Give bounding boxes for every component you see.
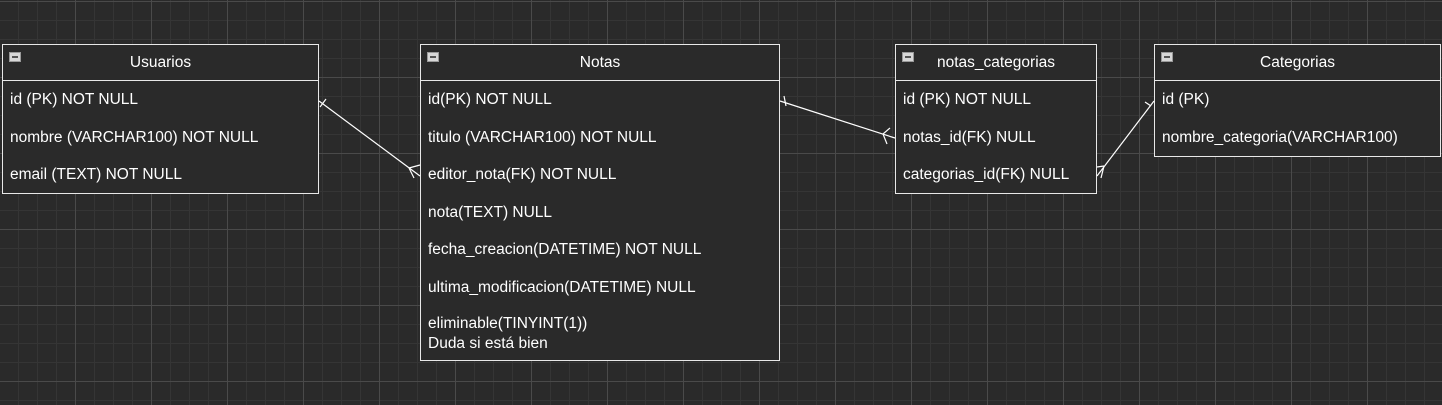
field-note: Duda si está bien bbox=[428, 335, 548, 352]
relation-categorias-notas-categorias[interactable] bbox=[1096, 100, 1155, 179]
field-row[interactable]: id(PK) NOT NULL bbox=[428, 91, 552, 108]
field-row[interactable]: id (PK) bbox=[1162, 91, 1210, 108]
one-marker bbox=[319, 98, 327, 108]
field-row[interactable]: nombre_categoria(VARCHAR100) bbox=[1162, 128, 1398, 146]
relation-notas-notas-categorias[interactable] bbox=[779, 95, 896, 145]
table-usuarios[interactable]: Usuarios id (PK) NOT NULL nombre (VARCHA… bbox=[2, 44, 319, 194]
many-marker bbox=[882, 127, 891, 135]
many-marker bbox=[1100, 165, 1105, 179]
one-marker bbox=[1144, 101, 1152, 107]
table-title: notas_categorias bbox=[936, 54, 1056, 71]
collapse-icon[interactable] bbox=[902, 52, 914, 62]
field-row[interactable]: editor_nota(FK) NOT NULL bbox=[428, 166, 617, 183]
field-row[interactable]: categorias_id(FK) NULL bbox=[903, 166, 1070, 183]
many-marker bbox=[1096, 165, 1105, 168]
table-notas-categorias[interactable]: notas_categorias id (PK) NOT NULL notas_… bbox=[895, 44, 1097, 194]
field-text: eliminable(TINYINT(1)) bbox=[428, 315, 588, 332]
table-title: Usuarios bbox=[129, 54, 192, 71]
table-header: notas_categorias bbox=[896, 45, 1096, 81]
field-row[interactable]: nombre (VARCHAR100) NOT NULL bbox=[10, 128, 259, 146]
field-row[interactable]: eliminable(TINYINT(1)) Duda si está bien bbox=[421, 306, 779, 354]
collapse-icon[interactable] bbox=[1161, 52, 1173, 62]
field-row[interactable]: ultima_modificacion(DATETIME) NULL bbox=[428, 278, 696, 296]
collapse-icon[interactable] bbox=[427, 52, 439, 62]
many-marker bbox=[408, 164, 421, 169]
field-row[interactable]: nota(TEXT) NULL bbox=[428, 203, 553, 221]
field-row[interactable]: id (PK) NOT NULL bbox=[903, 91, 1032, 108]
one-marker bbox=[783, 95, 787, 107]
collapse-icon[interactable] bbox=[9, 52, 21, 62]
table-title: Notas bbox=[579, 54, 621, 71]
field-row[interactable]: notas_id(FK) NULL bbox=[903, 128, 1036, 146]
many-marker bbox=[408, 167, 415, 179]
field-row[interactable]: id (PK) NOT NULL bbox=[10, 91, 139, 108]
table-header: Usuarios bbox=[3, 45, 318, 81]
table-header: Notas bbox=[421, 45, 779, 81]
field-row[interactable]: fecha_creacion(DATETIME) NOT NULL bbox=[428, 241, 702, 258]
table-title: Categorias bbox=[1260, 54, 1335, 71]
table-notas[interactable]: Notas id(PK) NOT NULL titulo (VARCHAR100… bbox=[420, 44, 780, 361]
many-marker bbox=[882, 133, 888, 145]
field-row[interactable]: email (TEXT) NOT NULL bbox=[10, 166, 182, 183]
field-row[interactable]: titulo (VARCHAR100) NOT NULL bbox=[428, 128, 657, 146]
relation-usuarios-notas[interactable] bbox=[318, 98, 421, 179]
table-header: Categorias bbox=[1155, 45, 1440, 81]
table-categorias[interactable]: Categorias id (PK) nombre_categoria(VARC… bbox=[1154, 44, 1441, 157]
